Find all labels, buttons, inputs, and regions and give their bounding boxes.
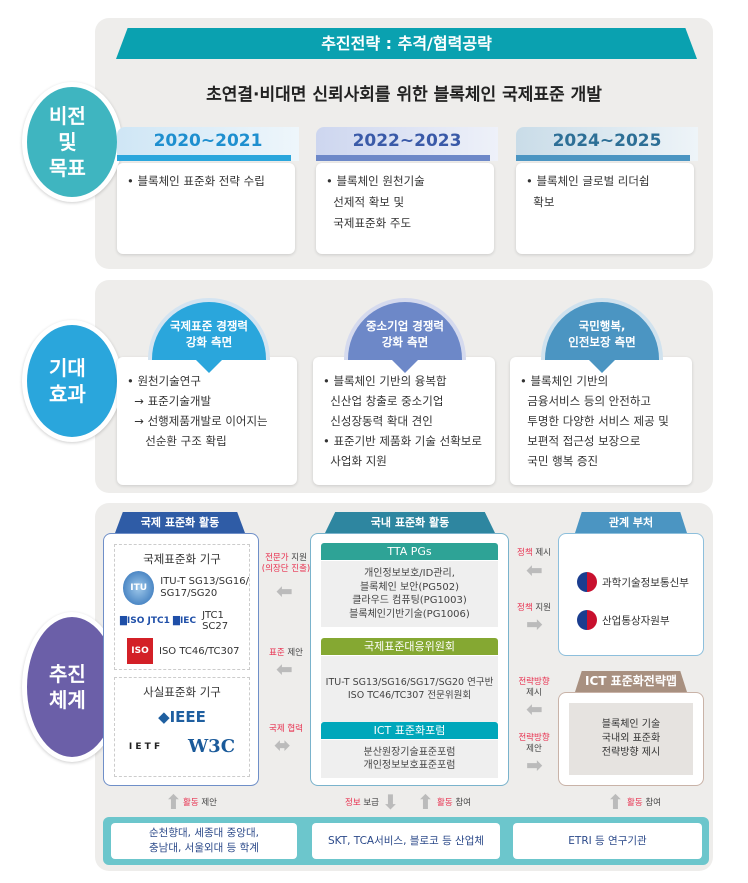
defacto-org-title: 사실표준화 기구 (143, 685, 221, 699)
tta-pgs-body: 개인정보보호/ID관리, 블록체인 보안(PG502) 클라우드 컴퓨팅(PG1… (321, 561, 498, 627)
iso-logo: ISO (127, 638, 153, 664)
effect-3-pointer (588, 359, 616, 373)
arrow-up-icon: ⬆ (417, 790, 434, 814)
jtc1-text: JTC1 SC27 (202, 610, 229, 632)
phase-3-year: 2024~2025 (516, 127, 698, 161)
activity-join-label-2: 활동 참여 (627, 798, 661, 808)
vision-side-label: 비전 및 목표 (22, 82, 122, 202)
iso-text: ISO TC46/TC307 (159, 645, 240, 657)
iso-row: ISO ISO TC46/TC307 (127, 638, 249, 664)
ietf-logo: I E T F (128, 741, 161, 752)
activity-join-label: 활동 참여 (437, 798, 471, 808)
arrow-up-icon: ⬆ (165, 790, 182, 814)
participant-research: ETRI 등 연구기관 (513, 823, 702, 859)
ict-strategy-map-tab: ICT 표준화전략맵 (575, 671, 687, 692)
korea-gov-emblem-icon (577, 572, 597, 592)
effects-side-label: 기대 효과 (22, 320, 122, 442)
arrow-both-icon: ⬌ (274, 733, 291, 757)
ict-forum-body: 분산원장기술표준포럼 개인정보보호표준포럼 (321, 740, 498, 778)
tta-pgs-header: TTA PGs (321, 543, 498, 560)
phase-1-card: • 블록체인 표준화 전략 수립 (117, 163, 295, 254)
phase-1-year: 2020~2021 (117, 127, 299, 161)
ieee-logo: ◆IEEE (158, 708, 206, 726)
ministry-motie: 산업통상자원부 (577, 610, 703, 630)
official-org-section: 국제표준화 기구 ITU ITU-T SG13/SG16/ SG17/SG20 … (114, 544, 250, 670)
effect-2-card: • 블록체인 기반의 융복합 신산업 창출로 중소기업 신성장동력 확대 견인 … (313, 357, 495, 485)
official-org-title: 국제표준화 기구 (143, 552, 221, 566)
arrow-right-icon: ➡ (526, 753, 543, 777)
phase-2-card: • 블록체인 원천기술 선제적 확보 및 국제표준화 주도 (316, 163, 494, 254)
ministry-msit: 과학기술정보통신부 (577, 572, 703, 592)
info-spread-label: 정보 보급 (345, 798, 379, 808)
arrow-left-icon: ⬅ (276, 579, 293, 603)
jtc1-row: ▇ISO JTC1 ▇IEC JTC1 SC27 (120, 610, 249, 632)
intl-committee-body: ITU-T SG13/SG16/SG17/SG20 연구반 ISO TC46/T… (321, 656, 498, 722)
arrow-left-icon: ⬅ (276, 657, 293, 681)
arrow-right-icon: ➡ (526, 612, 543, 636)
korea-gov-emblem-icon (577, 610, 597, 630)
ict-strategy-map-text: 블록체인 기술 국내외 표준화 전략방향 제시 (569, 703, 693, 775)
arrow-down-icon: ⬇ (382, 790, 399, 814)
participant-industry: SKT, TCA서비스, 블로코 등 산업체 (312, 823, 500, 859)
defacto-org-section: 사실표준화 기구 ◆IEEE I E T F W3C (114, 677, 250, 777)
intl-activity-tab: 국제 표준화 활동 (115, 512, 245, 533)
itu-row: ITU ITU-T SG13/SG16/ SG17/SG20 (123, 571, 249, 605)
activity-propose-label: 활동 제안 (183, 798, 217, 808)
standard-proposal-label: 표준 제안 (269, 648, 303, 658)
arrow-left-icon: ⬅ (526, 558, 543, 582)
participant-academia: 순천향대, 세종대 중앙대, 충남대, 서울외대 등 학계 (111, 823, 297, 859)
domestic-activity-tab: 국내 표준화 활동 (325, 512, 495, 533)
vision-statement: 초연결·비대면 신뢰사회를 위한 블록체인 국제표준 개발 (206, 85, 602, 105)
intl-activity-box: 국제표준화 기구 ITU ITU-T SG13/SG16/ SG17/SG20 … (103, 533, 259, 786)
ministries-tab: 관계 부처 (575, 512, 687, 533)
intl-cooperation-label: 국제 협력 (269, 724, 303, 734)
effect-2-pointer (391, 359, 419, 373)
itu-text: ITU-T SG13/SG16/ SG17/SG20 (160, 576, 249, 599)
strategy-banner: 추진전략 : 추격/협력공략 (116, 28, 697, 59)
ministries-box: 과학기술정보통신부 산업통상자원부 (558, 533, 704, 656)
phase-2-year: 2022~2023 (316, 127, 498, 161)
expert-support-label: 전문가 지원(의장단 진출) (261, 553, 311, 574)
ict-strategy-map-box: 블록체인 기술 국내외 표준화 전략방향 제시 (558, 692, 704, 786)
arrow-left-icon: ⬅ (526, 697, 543, 721)
policy-support-label: 정책 지원 (517, 603, 551, 613)
phase-3-card: • 블록체인 글로벌 리더쉽 확보 (516, 163, 694, 254)
ict-forum-header: ICT 표준화포럼 (321, 722, 498, 739)
effect-3-card: • 블록체인 기반의 금융서비스 등의 안전하고 투명한 다양한 서비스 제공 … (510, 357, 692, 485)
effect-1-pointer (195, 359, 223, 373)
policy-present-label: 정책 제시 (517, 548, 551, 558)
w3c-logo: W3C (187, 736, 236, 757)
effect-1-card: • 원천기술연구 → 표준기술개발 → 선행제품개발로 이어지는 선순환 구조 … (117, 357, 297, 485)
intl-committee-header: 국제표준대응위원회 (321, 638, 498, 655)
arrow-up-icon: ⬆ (607, 790, 624, 814)
iso-jtc1-iec-logo: ▇ISO JTC1 ▇IEC (120, 616, 197, 626)
domestic-activity-box: TTA PGs 개인정보보호/ID관리, 블록체인 보안(PG502) 클라우드… (310, 533, 509, 786)
itu-logo: ITU (123, 571, 155, 605)
